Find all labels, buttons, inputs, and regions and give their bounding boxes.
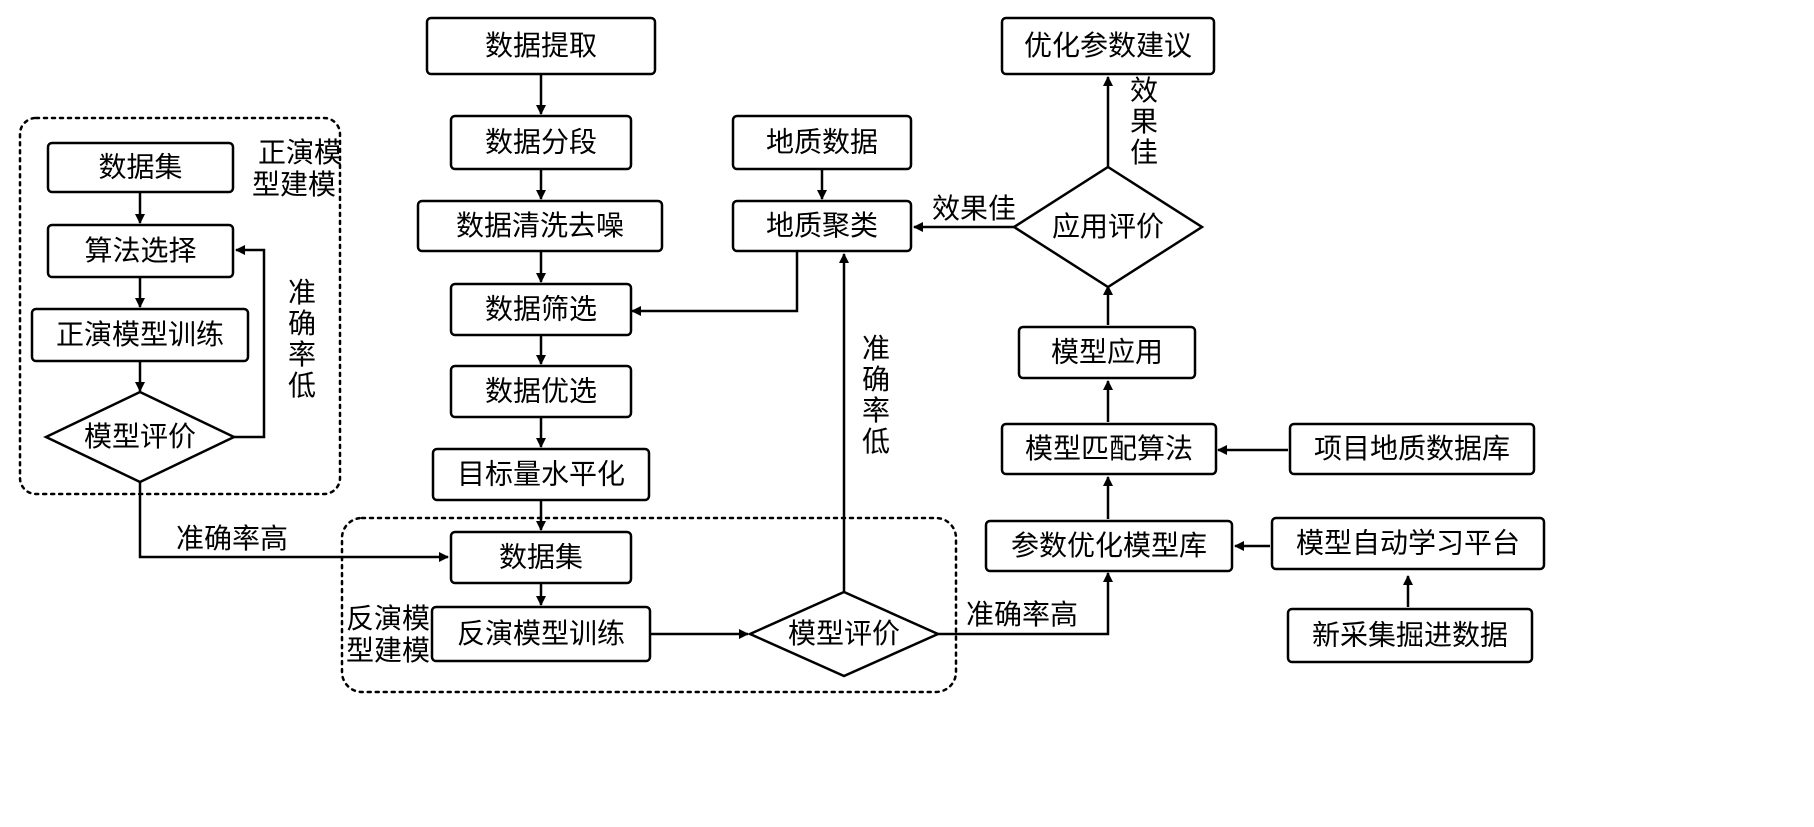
node-optimize-label: 数据优选 (485, 375, 597, 408)
decision-app-eval-label: 应用评价 (1052, 210, 1164, 243)
edge-inveval-paramlib (936, 572, 1113, 636)
node-fwd-dataset: 数据集 (46, 141, 235, 194)
edge-geocluster-filter (631, 251, 799, 316)
decision-inv-eval-label: 模型评价 (788, 617, 900, 650)
node-inv-train-label: 反演模型训练 (457, 617, 625, 650)
edge-fwdeval-algoselect (231, 245, 266, 439)
node-filter-label: 数据筛选 (485, 293, 597, 326)
node-segment-label: 数据分段 (485, 126, 597, 159)
node-geo-cluster-label: 地质聚类 (766, 209, 878, 242)
node-extract-label: 数据提取 (485, 29, 597, 62)
label-inv-accuracy-high: 准确率高 (966, 598, 1078, 631)
node-param-lib-label: 参数优化模型库 (1011, 529, 1207, 562)
node-segment: 数据分段 (449, 114, 633, 171)
node-fwd-train-label: 正演模型训练 (56, 318, 224, 351)
forward-group-label-line1: 正演模 (258, 136, 342, 169)
node-geo-data: 地质数据 (731, 114, 913, 171)
node-auto-platform-label: 模型自动学习平台 (1296, 527, 1520, 560)
decision-app-eval: 应用评价 (1011, 165, 1205, 289)
node-level: 目标量水平化 (431, 447, 651, 502)
node-suggest: 优化参数建议 (1000, 16, 1216, 76)
decision-fwd-eval: 模型评价 (43, 390, 237, 484)
node-clean-label: 数据清洗去噪 (456, 209, 624, 242)
node-fwd-train: 正演模型训练 (30, 307, 250, 363)
node-inv-dataset: 数据集 (449, 530, 633, 585)
node-algo-select-label: 算法选择 (84, 234, 196, 267)
node-new-data-label: 新采集掘进数据 (1312, 619, 1508, 652)
label-good-effect-left: 效果佳 (932, 192, 1016, 225)
forward-group-label-line2: 型建模 (252, 168, 336, 201)
node-proj-db: 项目地质数据库 (1288, 422, 1536, 476)
node-match: 模型匹配算法 (1000, 422, 1218, 476)
inverse-model-group (340, 516, 958, 694)
inverse-group-label-line1: 反演模 (346, 602, 430, 635)
inverse-group-label-line2: 型建模 (346, 634, 430, 667)
decision-inv-eval: 模型评价 (746, 590, 942, 678)
node-algo-select: 算法选择 (46, 223, 235, 279)
label-fwd-accuracy-high: 准确率高 (176, 522, 288, 555)
node-match-label: 模型匹配算法 (1025, 432, 1193, 465)
node-new-data: 新采集掘进数据 (1286, 607, 1534, 664)
forward-model-group (18, 116, 342, 496)
node-fwd-dataset-label: 数据集 (98, 151, 182, 184)
edge-fwdeval-invdataset (138, 482, 449, 562)
label-good-effect-up: 效果佳 (1130, 74, 1158, 169)
node-auto-platform: 模型自动学习平台 (1270, 516, 1546, 571)
node-suggest-label: 优化参数建议 (1024, 29, 1192, 62)
node-proj-db-label: 项目地质数据库 (1314, 432, 1510, 465)
label-inv-accuracy-low: 准确率低 (862, 332, 890, 458)
node-geo-data-label: 地质数据 (766, 126, 878, 159)
node-model-app: 模型应用 (1017, 325, 1197, 380)
node-inv-dataset-label: 数据集 (499, 541, 583, 574)
node-param-lib: 参数优化模型库 (984, 519, 1234, 573)
label-fwd-accuracy-low: 准确率低 (288, 276, 316, 402)
node-optimize: 数据优选 (449, 364, 633, 419)
edges (135, 74, 1413, 639)
node-inv-train: 反演模型训练 (430, 605, 652, 663)
node-level-label: 目标量水平化 (457, 458, 625, 491)
node-model-app-label: 模型应用 (1051, 336, 1163, 369)
node-geo-cluster: 地质聚类 (731, 199, 913, 253)
node-filter: 数据筛选 (449, 282, 633, 337)
decision-fwd-eval-label: 模型评价 (84, 420, 196, 453)
node-clean: 数据清洗去噪 (416, 199, 664, 253)
node-extract: 数据提取 (425, 16, 657, 76)
